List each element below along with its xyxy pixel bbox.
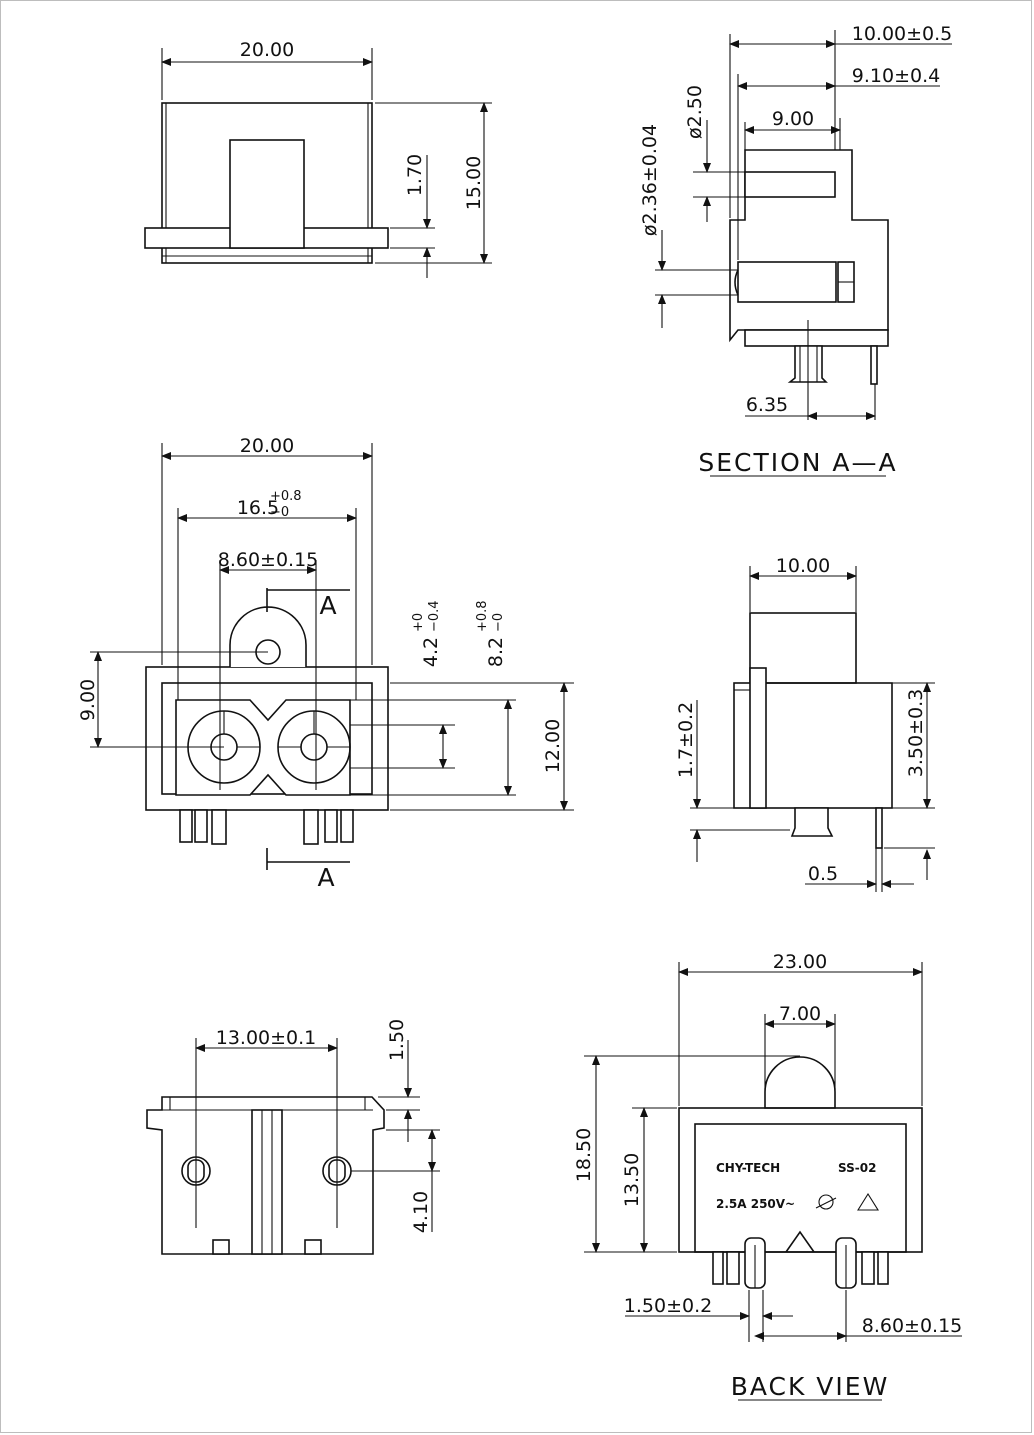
top-width-dim: 20.00 xyxy=(240,39,294,61)
front-cutout-tol-minus: −0 xyxy=(270,505,289,520)
side-pin-width-dim: 0.5 xyxy=(808,863,838,885)
front-width-dim: 20.00 xyxy=(240,435,294,457)
front-h-b-dim: 8.2 xyxy=(485,637,507,667)
section-title: SECTION A—A xyxy=(698,448,897,477)
side-view: 10.00 1.7±0.2 3.50±0.3 0.5 xyxy=(675,555,935,892)
front-height-dim: 12.00 xyxy=(542,719,564,773)
section-dia-pin-dim: ø2.36±0.04 xyxy=(639,124,661,236)
front-h-a-dim: 4.2 xyxy=(420,637,442,667)
back-height-dim: 18.50 xyxy=(573,1128,595,1182)
bottom-view: 13.00±0.1 1.50 4.10 xyxy=(146,1019,440,1255)
front-h-a-tol-plus: +0 xyxy=(411,613,426,632)
certification-triangle-icon xyxy=(857,1192,879,1211)
top-flange-dim: 1.70 xyxy=(404,154,426,196)
brand-marking: CHY-TECH xyxy=(716,1161,780,1175)
back-view-title: BACK VIEW xyxy=(731,1372,890,1401)
rating-marking: 2.5A 250V~ xyxy=(716,1197,795,1211)
back-width-dim: 23.00 xyxy=(773,951,827,973)
top-height-dim: 15.00 xyxy=(463,156,485,210)
front-cutout-dim: 16.5 xyxy=(237,497,279,519)
back-pitch-dim: 8.60±0.15 xyxy=(862,1315,963,1337)
front-h-a-tol-minus: −0.4 xyxy=(427,600,442,632)
section-depth-inner-dim: 9.00 xyxy=(772,108,814,130)
model-marking: SS-02 xyxy=(838,1161,876,1175)
side-width-dim: 10.00 xyxy=(776,555,830,577)
front-view: 20.00 16.5 +0.8 −0 8.60±0.15 9.00 4.2 +0… xyxy=(77,435,574,892)
section-depth-total-dim: 10.00±0.5 xyxy=(852,23,953,45)
front-cutout-tol-plus: +0.8 xyxy=(270,489,302,504)
section-mark-top: A xyxy=(319,591,338,620)
ul-mark-icon xyxy=(815,1194,837,1210)
bottom-top-height-dim: 1.50 xyxy=(386,1019,408,1061)
side-right-height-dim: 3.50±0.3 xyxy=(905,689,927,777)
front-h-b-tol-plus: +0.8 xyxy=(475,600,490,632)
section-pin-offset-dim: 6.35 xyxy=(746,394,788,416)
section-a-a: 10.00±0.5 9.10±0.4 9.00 ø2.50 ø2.36±0.04… xyxy=(639,23,952,477)
back-tab-width-dim: 7.00 xyxy=(779,1003,821,1025)
bottom-hole-height-dim: 4.10 xyxy=(410,1191,432,1233)
section-depth-body-dim: 9.10±0.4 xyxy=(852,65,940,87)
section-mark-bottom: A xyxy=(317,863,336,892)
section-dia-outer-dim: ø2.50 xyxy=(684,85,706,139)
top-view: 20.00 15.00 1.70 xyxy=(144,39,492,278)
front-pitch-dim: 8.60±0.15 xyxy=(218,549,319,571)
back-body-height-dim: 13.50 xyxy=(621,1153,643,1207)
front-h-b-tol-minus: −0 xyxy=(491,613,506,632)
bottom-pitch-dim: 13.00±0.1 xyxy=(216,1027,317,1049)
front-left-height-dim: 9.00 xyxy=(77,679,99,721)
side-left-height-dim: 1.7±0.2 xyxy=(675,702,697,778)
back-pin-width-dim: 1.50±0.2 xyxy=(624,1295,712,1317)
back-view: CHY-TECH SS-02 2.5A 250V~ 23.00 7.00 18.… xyxy=(573,951,962,1401)
